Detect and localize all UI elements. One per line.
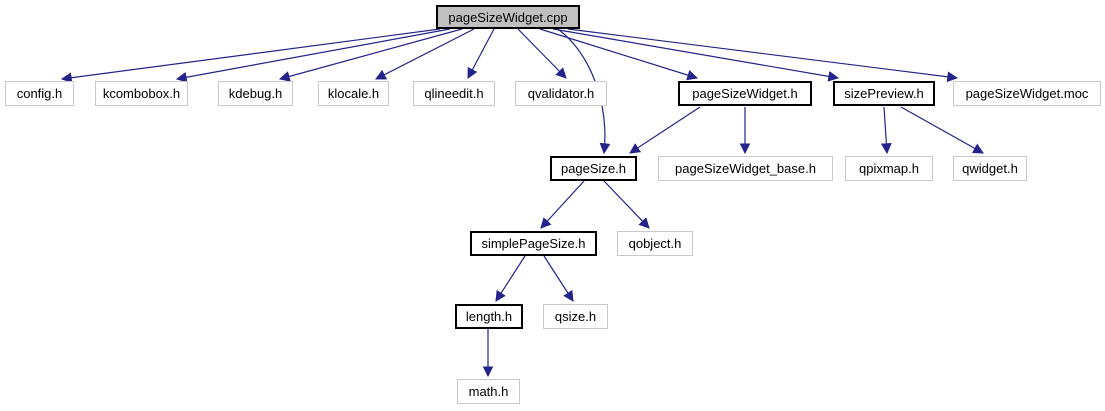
node-pagesizewidget-h[interactable]: pageSizeWidget.h	[678, 81, 812, 106]
node-qpixmap-h: qpixmap.h	[845, 156, 933, 181]
node-pagesizewidget-moc: pageSizeWidget.moc	[953, 81, 1101, 106]
node-qwidget-h: qwidget.h	[953, 156, 1027, 181]
node-qvalidator-h: qvalidator.h	[515, 81, 607, 106]
node-length-h[interactable]: length.h	[455, 304, 523, 329]
node-qobject-h: qobject.h	[617, 231, 693, 256]
node-qsize-h: qsize.h	[543, 304, 608, 329]
node-config-h: config.h	[5, 81, 74, 106]
node-qlineedit-h: qlineedit.h	[413, 81, 495, 106]
node-math-h: math.h	[457, 379, 520, 404]
node-kcombobox-h: kcombobox.h	[95, 81, 188, 106]
node-kdebug-h: kdebug.h	[218, 81, 293, 106]
node-sizepreview-h[interactable]: sizePreview.h	[833, 81, 935, 106]
node-pagesizewidget-cpp: pageSizeWidget.cpp	[436, 5, 580, 29]
node-pagesizewidget-base-h: pageSizeWidget_base.h	[658, 156, 833, 181]
node-klocale-h: klocale.h	[318, 81, 389, 106]
node-pagesize-h[interactable]: pageSize.h	[550, 156, 637, 181]
node-simplepagesize-h[interactable]: simplePageSize.h	[470, 231, 597, 256]
